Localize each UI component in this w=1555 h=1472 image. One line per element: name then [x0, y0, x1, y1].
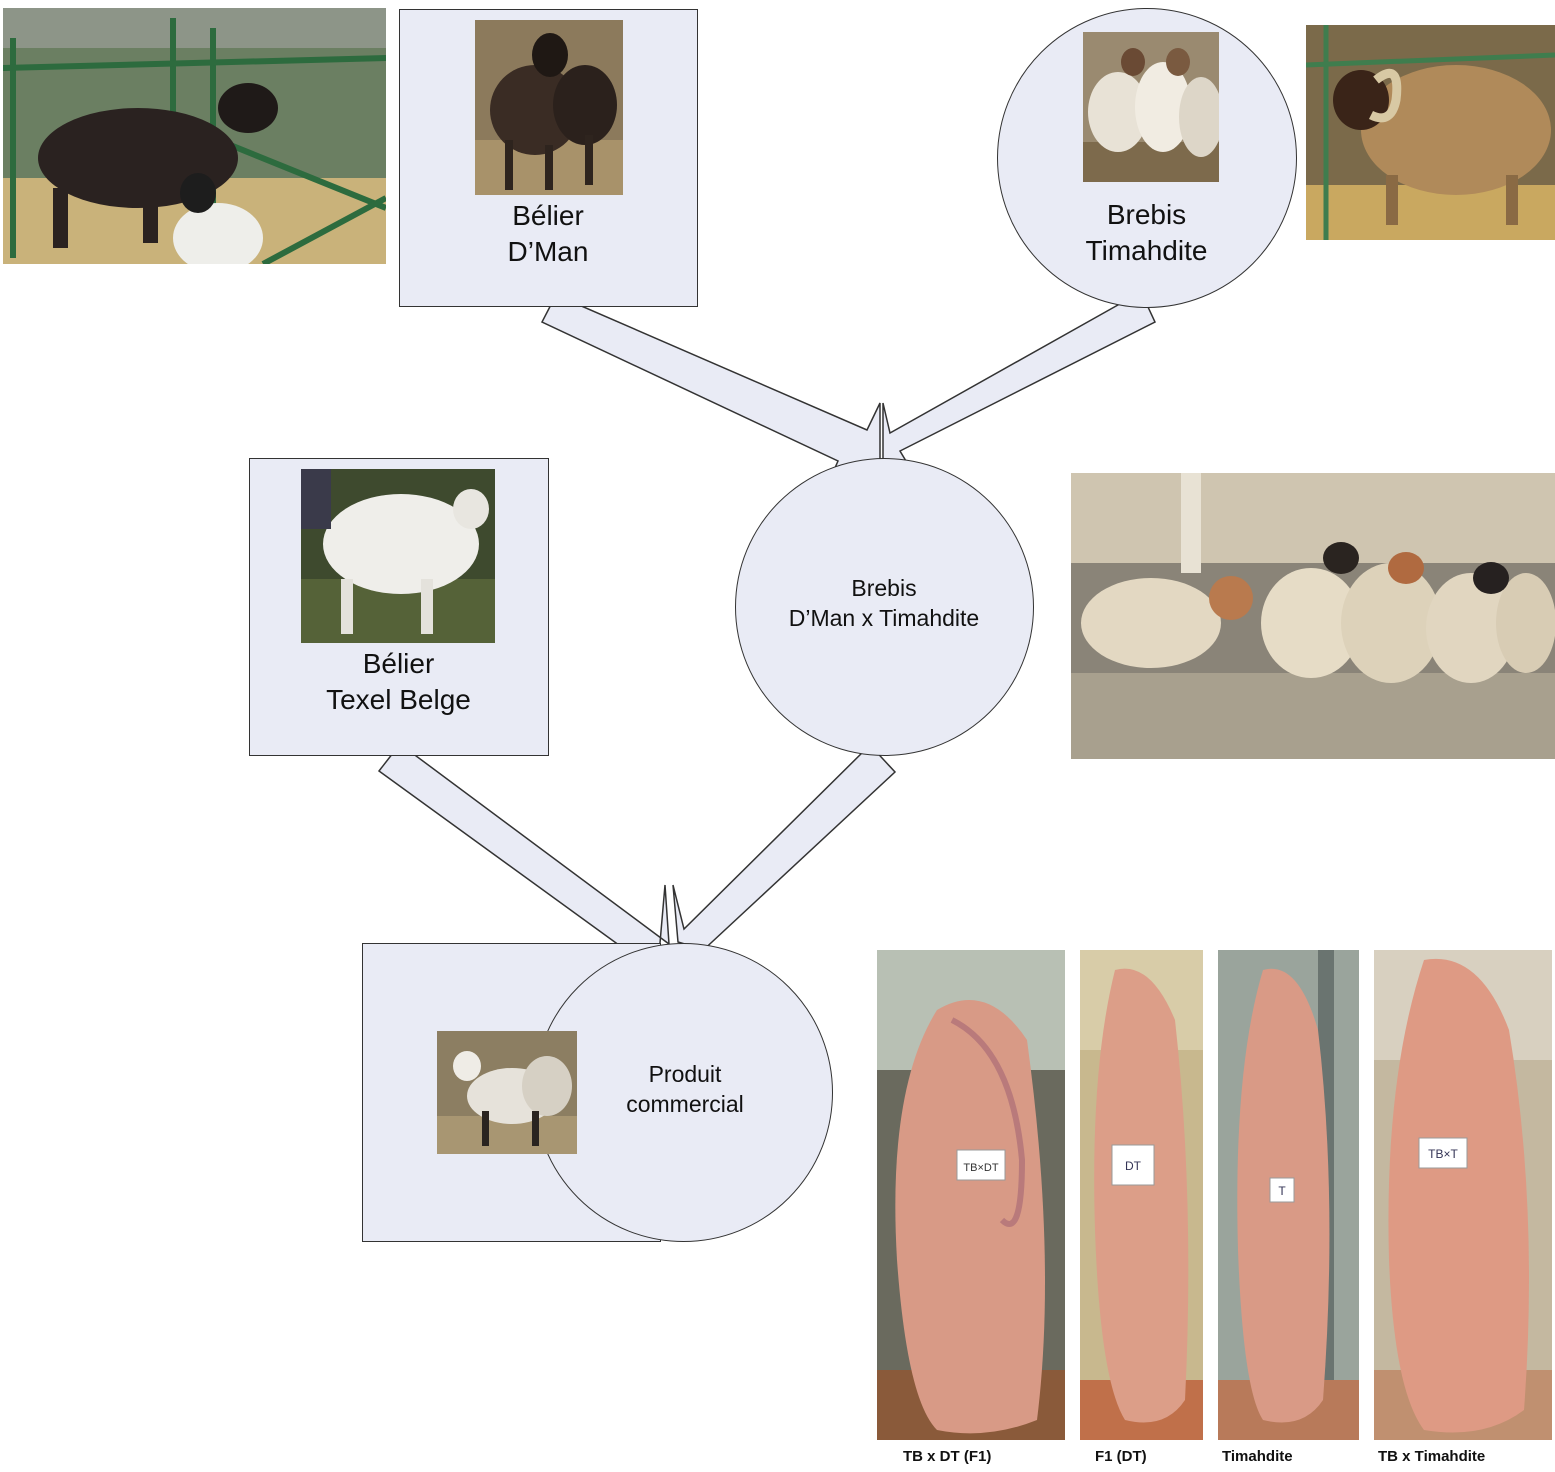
node-belier-texel: Bélier Texel Belge [249, 458, 549, 756]
carcass-caption-4: TB x Timahdite [1378, 1448, 1486, 1465]
belier-dman-line1: Bélier [512, 200, 584, 231]
arrow-dman-to-cross [540, 294, 881, 488]
photo-lambs-small [437, 1031, 577, 1154]
carcass-photo-1: TB×DT [877, 950, 1065, 1440]
produit-line1: Produit [648, 1061, 722, 1087]
photo-dman-small [475, 20, 623, 195]
brebis-timahdite-line2: Timahdite [1085, 235, 1208, 267]
arrow-cross-to-produit [672, 743, 897, 959]
photo-dman-pen [3, 8, 386, 264]
carcass-tag-3: T [1278, 1184, 1286, 1198]
produit-line2: commercial [626, 1090, 744, 1117]
carcass-tag-1: TB×DT [963, 1162, 998, 1174]
carcass-tag-2: DT [1125, 1159, 1142, 1173]
carcass-photo-4: TB×T [1374, 950, 1552, 1440]
carcass-caption-1: TB x DT (F1) [903, 1448, 992, 1465]
brebis-cross-line1: Brebis [851, 575, 917, 601]
photo-texel-small [301, 469, 495, 643]
carcass-photo-2: DT [1080, 950, 1203, 1440]
carcass-photo-3: T [1218, 950, 1359, 1440]
carcass-caption-3: Timahdite [1222, 1448, 1293, 1465]
photo-timahdite-small [1083, 32, 1219, 182]
carcass-caption-2: F1 (DT) [1095, 1448, 1147, 1465]
node-brebis-timahdite: Brebis Timahdite [997, 8, 1297, 308]
carcass-tag-4: TB×T [1428, 1147, 1458, 1161]
photo-cross-flock [1071, 473, 1555, 759]
belier-dman-line2: D’Man [507, 236, 589, 268]
belier-texel-line1: Bélier [362, 648, 435, 679]
node-belier-dman: Bélier D’Man [399, 9, 698, 307]
brebis-cross-line2: D’Man x Timahdite [788, 604, 980, 631]
belier-texel-line2: Texel Belge [326, 684, 471, 716]
arrow-timahdite-to-cross [882, 290, 1156, 487]
brebis-timahdite-line1: Brebis [1106, 199, 1187, 230]
photo-timahdite-ram [1306, 25, 1555, 240]
node-produit-circle: Produit commercial [534, 943, 833, 1242]
node-brebis-cross: Brebis D’Man x Timahdite [735, 458, 1034, 756]
